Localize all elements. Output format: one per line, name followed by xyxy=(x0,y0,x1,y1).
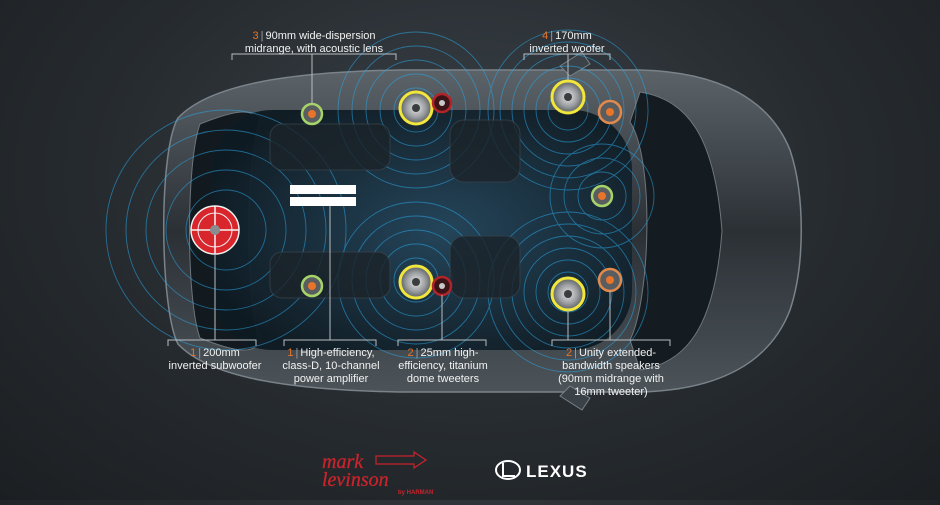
callout-text: power amplifier xyxy=(293,373,369,385)
callout-text: bandwidth speakers xyxy=(562,360,660,372)
callout-text: (90mm midrange with xyxy=(558,373,664,385)
callout-count: 4 xyxy=(542,30,549,42)
callout-count: 2 xyxy=(565,347,573,359)
callout-text: efficiency, titanium xyxy=(398,360,488,372)
callout-text: dome tweeters xyxy=(406,373,480,385)
seats xyxy=(269,119,521,299)
tweeter-icon xyxy=(431,92,453,297)
subwoofer-icon xyxy=(190,205,240,255)
callout-count: 3 xyxy=(252,30,259,42)
callout-text: inverted woofer xyxy=(529,43,605,55)
callout-lines xyxy=(167,53,671,346)
logo-byline: by HARMAN xyxy=(398,490,433,496)
callout-woofer: 4|170mm inverted woofer xyxy=(512,30,622,56)
callout-count: 1 xyxy=(190,347,197,359)
callout-text: inverted subwoofer xyxy=(168,360,262,372)
logo-wordmark: mark xyxy=(322,451,364,473)
callout-text: 170mm xyxy=(555,30,592,42)
callout-count: 1 xyxy=(287,347,294,359)
callout-text: Unity extended- xyxy=(578,347,657,359)
callout-text: 90mm wide-dispersion xyxy=(265,30,376,42)
callout-text: midrange, with acoustic lens xyxy=(244,43,384,55)
callout-tweeters: 2|25mm high- efficiency, titanium dome t… xyxy=(388,347,498,386)
logo-wordmark: levinson xyxy=(322,469,389,491)
callout-text: 25mm high- xyxy=(420,347,479,359)
callout-count: 2 xyxy=(407,347,414,359)
callout-text: 200mm xyxy=(203,347,240,359)
mark-levinson-logo: mark levinson by HARMAN xyxy=(322,451,433,496)
amplifier-icon xyxy=(290,185,356,206)
lexus-logo: LEXUS xyxy=(495,460,588,481)
callout-text: High-efficiency, xyxy=(300,347,375,359)
callout-subwoofer: 1|200mm inverted subwoofer xyxy=(160,347,270,373)
callout-text: class-D, 10-channel xyxy=(282,360,380,372)
callout-amplifier: 1|High-efficiency, class-D, 10-channel p… xyxy=(276,347,386,386)
callout-midrange: 3|90mm wide-dispersion midrange, with ac… xyxy=(220,30,408,56)
lexus-wordmark: LEXUS xyxy=(526,462,588,481)
callout-text: 16mm tweeter) xyxy=(574,386,648,398)
callout-unity-speakers: 2|Unity extended- bandwidth speakers (90… xyxy=(546,347,676,399)
woofer-icon xyxy=(398,79,586,312)
unity-speaker-icon xyxy=(597,99,623,293)
